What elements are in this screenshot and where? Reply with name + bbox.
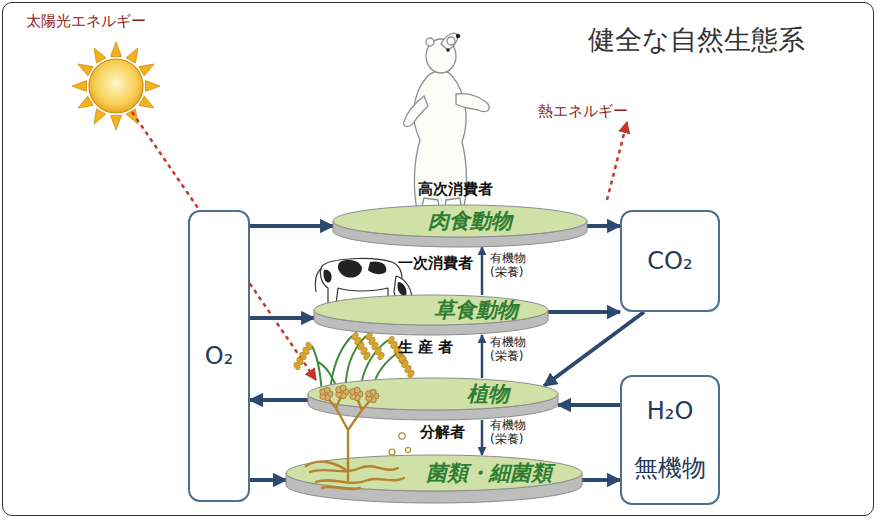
cycle-arrow [548, 310, 620, 314]
trophic-disk: 草食動物 [314, 295, 548, 335]
nutrient-flow-arrow [481, 420, 484, 455]
disk-label-area: 草食動物 [314, 295, 548, 325]
cycle-arrow [250, 316, 314, 320]
flow-label: 有機物 (栄養) [490, 252, 536, 280]
substance-name: CO₂ [647, 247, 692, 275]
organism-group: 肉食動物 [428, 207, 512, 235]
substance-box: CO₂ [620, 210, 720, 312]
title: 健全な自然生態系 [588, 22, 805, 58]
flow-label: 有機物 (栄養) [490, 419, 536, 447]
organism-group: 菌類・細菌類 [426, 459, 552, 487]
substance-name: O₂ [205, 342, 234, 370]
sun [72, 42, 160, 130]
role-label: 分解者 [420, 423, 465, 442]
nutrient-flow-arrow [481, 335, 484, 378]
cycle-arrow [250, 224, 333, 228]
trophic-disk: 植物 [308, 378, 558, 420]
nutrient-flow-arrow [481, 247, 484, 295]
disk-label-area: 菌類・細菌類 [286, 455, 582, 491]
heat-arrow [607, 122, 627, 200]
organism-group: 植物 [467, 380, 509, 408]
substance-name: H₂O [647, 397, 694, 425]
organism-group: 草食動物 [434, 296, 518, 324]
role-label: 一次消費者 [398, 254, 473, 273]
substance-name: 無機物 [634, 452, 706, 484]
disk-shape [308, 378, 558, 420]
disk-label-area: 肉食動物 [333, 205, 587, 237]
cycle-arrow [587, 224, 620, 228]
rice-grains [293, 331, 416, 379]
role-label: 高次消費者 [418, 180, 493, 199]
cycle-arrow [250, 478, 286, 482]
energy-label: 太陽光エネルギー [26, 12, 146, 31]
energy-label: 熱エネルギー [538, 102, 628, 121]
trophic-disk: 肉食動物 [333, 205, 587, 247]
cycle-arrow [250, 398, 308, 402]
cycle-arrow [582, 478, 620, 482]
cycle-arrow [558, 403, 620, 407]
substance-box: H₂O 無機物 [620, 375, 720, 505]
role-label: 生 産 者 [398, 338, 453, 357]
flow-label: 有機物 (栄養) [490, 336, 536, 364]
substance-box: O₂ [188, 210, 250, 502]
